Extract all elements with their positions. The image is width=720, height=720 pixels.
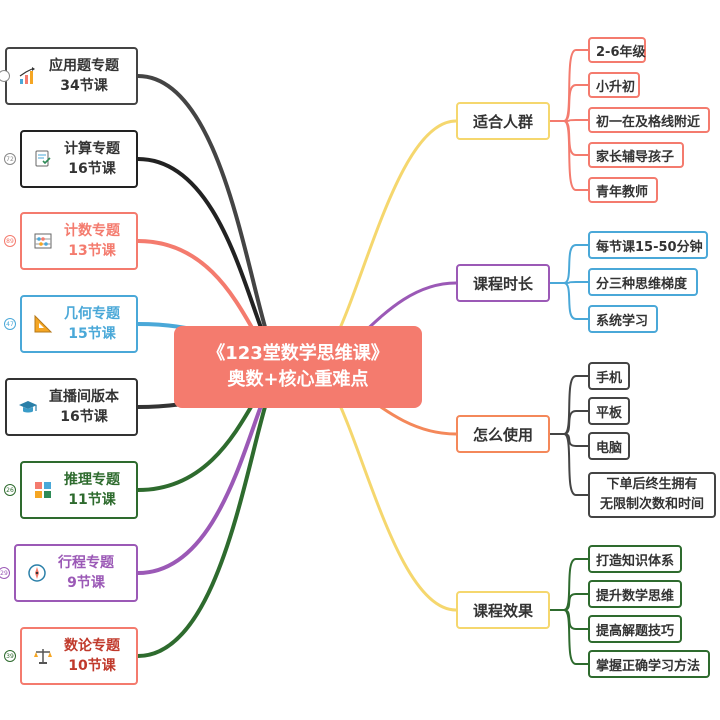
branch-label: 怎么使用	[472, 425, 533, 444]
leaf-effect-thinking[interactable]: 提升数学思维	[588, 580, 682, 608]
leaf-effect-method[interactable]: 掌握正确学习方法	[588, 650, 710, 678]
leaf-label: 每节课15-50分钟	[596, 239, 703, 255]
puzzle-icon	[32, 479, 54, 501]
course-badge: 89	[4, 235, 16, 247]
leaf-label-line: 下单后终生拥有	[606, 477, 698, 492]
course-name: 计数专题	[64, 223, 120, 239]
leaf-effect-skills[interactable]: 提高解题技巧	[588, 615, 682, 643]
leaf-label: 打造知识体系	[596, 553, 675, 569]
leaf-label: 小升初	[596, 79, 636, 95]
branch-label: 适合人群	[472, 112, 533, 131]
course-topic-reasoning[interactable]: 推理专题 11节课	[20, 461, 138, 519]
leaf-usage-tablet[interactable]: 平板	[588, 397, 630, 425]
course-name: 数论专题	[64, 638, 120, 654]
leaf-label: 电脑	[596, 440, 623, 456]
leaf-connector	[549, 609, 589, 665]
leaf-label: 平板	[596, 405, 623, 421]
course-topic-travel[interactable]: 行程专题 9节课	[14, 544, 138, 602]
course-connector	[136, 365, 287, 658]
course-count: 10节课	[68, 658, 116, 674]
branch-effect[interactable]: 课程效果	[456, 591, 550, 629]
branch-usage[interactable]: 怎么使用	[456, 415, 550, 453]
leaf-label: 掌握正确学习方法	[596, 658, 701, 674]
leaf-audience-grade7[interactable]: 初一在及格线附近	[588, 107, 710, 133]
leaf-audience-parents[interactable]: 家长辅导孩子	[588, 142, 684, 168]
leaf-audience-transition[interactable]: 小升初	[588, 72, 640, 98]
course-name: 行程专题	[58, 555, 114, 571]
course-count: 34节课	[60, 78, 108, 94]
ruler-triangle-icon	[32, 313, 54, 335]
course-badge: 39	[4, 650, 16, 662]
calculator-doc-icon	[32, 148, 54, 170]
branch-audience[interactable]: 适合人群	[456, 102, 550, 140]
central-topic[interactable]: 《123堂数学思维课》 奥数+核心重难点	[174, 326, 422, 408]
leaf-label: 提升数学思维	[596, 588, 675, 604]
central-topic-subtitle: 奥数+核心重难点	[227, 369, 369, 390]
leaf-usage-phone[interactable]: 手机	[588, 362, 630, 390]
leaf-connector	[549, 433, 589, 496]
course-name: 应用题专题	[49, 58, 119, 74]
leaf-connector	[549, 120, 589, 191]
course-name: 计算专题	[64, 141, 120, 157]
leaf-label: 提高解题技巧	[596, 623, 675, 639]
leaf-usage-computer[interactable]: 电脑	[588, 432, 630, 460]
leaf-label: 2-6年级	[596, 44, 646, 60]
course-topic-number-theory[interactable]: 数论专题 10节课	[20, 627, 138, 685]
leaf-label: 青年教师	[596, 184, 649, 200]
leaf-duration-systematic[interactable]: 系统学习	[588, 305, 658, 333]
leaf-label: 初一在及格线附近	[596, 114, 701, 130]
course-count: 16节课	[68, 161, 116, 177]
leaf-duration-length[interactable]: 每节课15-50分钟	[588, 231, 708, 259]
branch-label: 课程时长	[472, 274, 533, 293]
compass-icon	[26, 562, 48, 584]
central-topic-title: 《123堂数学思维课》	[207, 343, 389, 364]
abacus-icon	[32, 230, 54, 252]
course-count: 9节课	[67, 575, 105, 591]
course-topic-calculation[interactable]: 计算专题 16节课	[20, 130, 138, 188]
leaf-label-line: 无限制次数和时间	[599, 497, 704, 512]
leaf-audience-teachers[interactable]: 青年教师	[588, 177, 658, 203]
course-badge	[0, 70, 10, 82]
leaf-label: 家长辅导孩子	[596, 149, 675, 165]
course-topic-counting[interactable]: 计数专题 13节课	[20, 212, 138, 270]
bar-chart-icon	[17, 65, 39, 87]
graduation-cap-icon	[17, 396, 39, 418]
course-count: 13节课	[68, 243, 116, 259]
course-count: 15节课	[68, 326, 116, 342]
leaf-effect-knowledge[interactable]: 打造知识体系	[588, 545, 682, 573]
course-topic-live[interactable]: 直播间版本 16节课	[5, 378, 138, 436]
course-name: 直播间版本	[49, 389, 119, 405]
leaf-label: 分三种思维梯度	[596, 276, 688, 292]
leaf-label: 系统学习	[596, 313, 649, 329]
course-name: 推理专题	[64, 472, 120, 488]
course-name: 几何专题	[64, 306, 120, 322]
branch-duration[interactable]: 课程时长	[456, 264, 550, 302]
leaf-usage-lifetime[interactable]: 下单后终生拥有无限制次数和时间	[588, 472, 716, 518]
leaf-audience-grade[interactable]: 2-6年级	[588, 37, 646, 63]
branch-label: 课程效果	[472, 601, 533, 620]
scale-icon	[32, 645, 54, 667]
course-topic-geometry[interactable]: 几何专题 15节课	[20, 295, 138, 353]
course-badge: 72	[4, 153, 16, 165]
leaf-label: 下单后终生拥有无限制次数和时间	[600, 475, 704, 515]
course-count: 16节课	[60, 409, 108, 425]
course-badge: 47	[4, 318, 16, 330]
course-topic-applied[interactable]: 应用题专题 34节课	[5, 47, 138, 105]
course-count: 11节课	[68, 492, 116, 508]
leaf-duration-levels[interactable]: 分三种思维梯度	[588, 268, 698, 296]
leaf-label: 手机	[596, 370, 623, 386]
leaf-connector	[549, 282, 589, 320]
leaf-connector	[549, 244, 589, 284]
course-badge: 29	[0, 567, 10, 579]
course-badge: 26	[4, 484, 16, 496]
